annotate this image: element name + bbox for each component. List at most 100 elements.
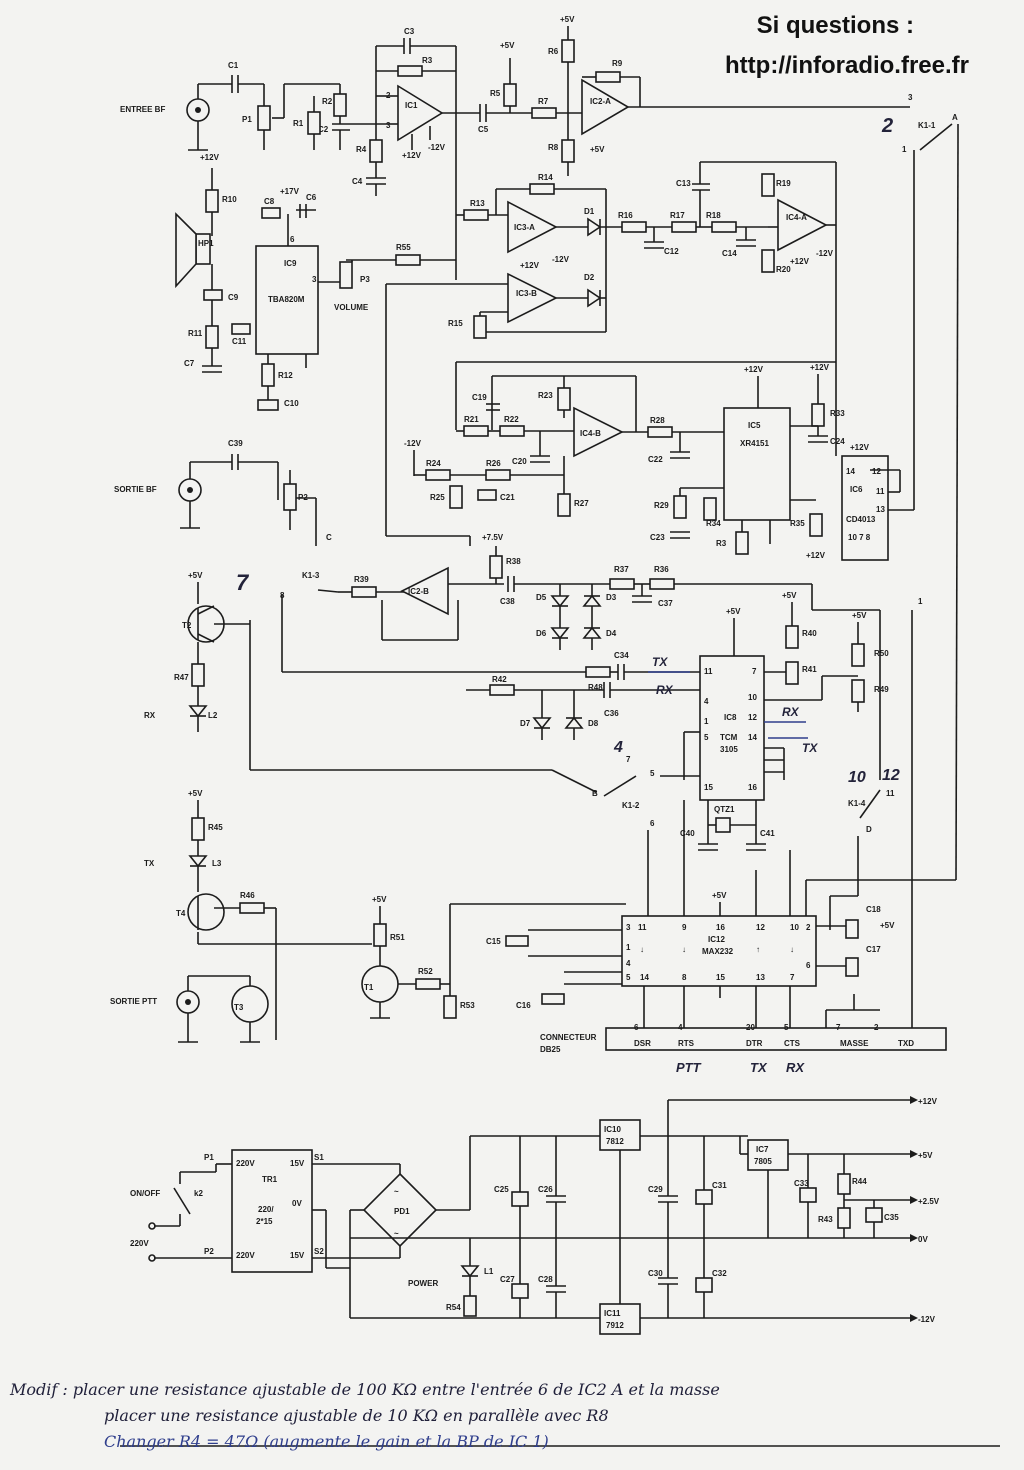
svg-text:6: 6 xyxy=(806,961,811,970)
svg-text:C9: C9 xyxy=(228,293,239,302)
note-line-1: Modif : placer une resistance ajustable … xyxy=(10,1380,720,1399)
svg-text:+5V: +5V xyxy=(188,571,203,580)
svg-text:R40: R40 xyxy=(802,629,817,638)
svg-text:6: 6 xyxy=(290,235,295,244)
tx-label: TX xyxy=(144,859,155,868)
svg-text:S1: S1 xyxy=(314,1153,324,1162)
svg-text:14: 14 xyxy=(846,467,855,476)
output-stage: SORTIE BF C39 P2 C K1-3 8 7 R39 IC2-B +7… xyxy=(114,439,881,780)
svg-text:R6: R6 xyxy=(548,47,559,56)
svg-text:MAX232: MAX232 xyxy=(702,947,734,956)
svg-text:+5V: +5V xyxy=(782,591,797,600)
svg-text:R37: R37 xyxy=(614,565,629,574)
svg-text:15V: 15V xyxy=(290,1159,305,1168)
svg-text:R14: R14 xyxy=(538,173,553,182)
svg-text:R1: R1 xyxy=(293,119,304,128)
svg-text:R17: R17 xyxy=(670,211,685,220)
svg-text:+12V: +12V xyxy=(806,551,826,560)
svg-text:C13: C13 xyxy=(676,179,691,188)
ic2a-stage: IC2-A 3 R6 +5V R8 R9 +5V xyxy=(548,15,913,176)
svg-text:+2.5V: +2.5V xyxy=(918,1197,940,1206)
svg-text:IC3-B: IC3-B xyxy=(516,289,537,298)
sortie-bf-label: SORTIE BF xyxy=(114,485,157,494)
svg-text:C35: C35 xyxy=(884,1213,899,1222)
svg-text:+5V: +5V xyxy=(188,789,203,798)
svg-text:R46: R46 xyxy=(240,891,255,900)
svg-text:TR1: TR1 xyxy=(262,1175,278,1184)
svg-text:9: 9 xyxy=(682,923,687,932)
svg-text:C3: C3 xyxy=(404,27,415,36)
svg-text:+17V: +17V xyxy=(280,187,300,196)
svg-text:15: 15 xyxy=(704,783,713,792)
svg-text:TX: TX xyxy=(802,741,818,755)
svg-text:C19: C19 xyxy=(472,393,487,402)
svg-text:A: A xyxy=(952,113,958,122)
svg-text:R8: R8 xyxy=(548,143,559,152)
svg-text:R52: R52 xyxy=(418,967,433,976)
svg-text:D4: D4 xyxy=(606,629,617,638)
svg-text:IC7: IC7 xyxy=(756,1145,769,1154)
svg-text:IC4-A: IC4-A xyxy=(786,213,807,222)
svg-text:IC4-B: IC4-B xyxy=(580,429,601,438)
svg-text:T3: T3 xyxy=(234,1003,244,1012)
input-stage: ENTREE BF C1 P1 R2 C2 R1 xyxy=(120,61,388,151)
svg-text:C38: C38 xyxy=(500,597,515,606)
svg-text:6: 6 xyxy=(650,819,655,828)
svg-text:K1-4: K1-4 xyxy=(848,799,866,808)
svg-text:C11: C11 xyxy=(232,337,247,346)
svg-text:R39: R39 xyxy=(354,575,369,584)
svg-text:220V: 220V xyxy=(236,1251,255,1260)
switch-k1-1: K1-1 A 1 2 xyxy=(881,113,959,881)
svg-text:R48: R48 xyxy=(588,683,603,692)
svg-text:R45: R45 xyxy=(208,823,223,832)
svg-text:R13: R13 xyxy=(470,199,485,208)
svg-text:S2: S2 xyxy=(314,1247,324,1256)
svg-text:10: 10 xyxy=(790,923,799,932)
svg-text:MASSE: MASSE xyxy=(840,1039,869,1048)
svg-text:7: 7 xyxy=(790,973,795,982)
svg-text:IC2-A: IC2-A xyxy=(590,97,611,106)
svg-text:+5V: +5V xyxy=(590,145,605,154)
svg-text:C20: C20 xyxy=(512,457,527,466)
svg-text:-12V: -12V xyxy=(552,255,570,264)
svg-text:P1: P1 xyxy=(204,1153,214,1162)
svg-text:TBA820M: TBA820M xyxy=(268,295,305,304)
svg-text:T2: T2 xyxy=(182,621,192,630)
svg-text:P2: P2 xyxy=(204,1247,214,1256)
on-off-label: ON/OFF xyxy=(130,1189,160,1198)
svg-text:R41: R41 xyxy=(802,665,817,674)
svg-text:R5: R5 xyxy=(490,89,501,98)
svg-text:0V: 0V xyxy=(292,1199,302,1208)
svg-text:R22: R22 xyxy=(504,415,519,424)
svg-text:+12V: +12V xyxy=(744,365,764,374)
svg-text:R19: R19 xyxy=(776,179,791,188)
switches-k1: B K1-2 5 7 4 6 10 12 K1-4 11 D 1 xyxy=(249,597,923,896)
header-url: http://inforadio.free.fr xyxy=(725,52,969,79)
svg-text:C24: C24 xyxy=(830,437,845,446)
svg-text:C6: C6 xyxy=(306,193,317,202)
svg-text:C36: C36 xyxy=(604,709,619,718)
svg-text:R42: R42 xyxy=(492,675,507,684)
svg-text:C29: C29 xyxy=(648,1185,663,1194)
svg-text:14: 14 xyxy=(748,733,757,742)
svg-text:8: 8 xyxy=(682,973,687,982)
svg-text:+5V: +5V xyxy=(712,891,727,900)
svg-text:7912: 7912 xyxy=(606,1321,624,1330)
svg-text:R51: R51 xyxy=(390,933,405,942)
note-line-2: placer une resistance ajustable de 10 KΩ… xyxy=(104,1406,609,1425)
svg-text:K1-2: K1-2 xyxy=(622,801,640,810)
svg-text:R12: R12 xyxy=(278,371,293,380)
svg-text:+12V: +12V xyxy=(810,363,830,372)
svg-text:5: 5 xyxy=(704,733,709,742)
svg-text:7812: 7812 xyxy=(606,1137,624,1146)
svg-text:R10: R10 xyxy=(222,195,237,204)
svg-text:C23: C23 xyxy=(650,533,665,542)
svg-text:2: 2 xyxy=(881,115,893,137)
svg-text:13: 13 xyxy=(756,973,765,982)
svg-text:R34: R34 xyxy=(706,519,721,528)
svg-text:~: ~ xyxy=(394,1187,399,1196)
svg-text:220/: 220/ xyxy=(258,1205,274,1214)
svg-text:C26: C26 xyxy=(538,1185,553,1194)
svg-text:1: 1 xyxy=(918,597,923,606)
